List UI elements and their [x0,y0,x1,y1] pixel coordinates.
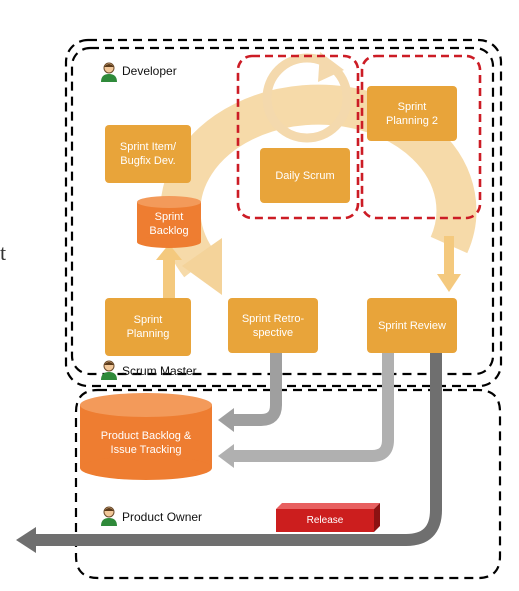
sprint-item-box: Sprint Item/ Bugfix Dev. [105,125,191,183]
scrum-master-label: Scrum Master [122,364,197,378]
release-label: Release [306,514,344,526]
release-box [276,503,380,532]
product-owner-person-icon [100,506,118,531]
daily-scrum-box: Daily Scrum [260,148,350,203]
review-down-arrow-shaft [444,236,454,276]
sprint-planning-2-highlight [360,54,482,220]
developer-boundary-inner [70,46,495,376]
product-owner-label: Product Owner [122,510,203,524]
developer-boundary-outer [64,38,503,388]
sprint-backlog-cylinder [137,196,201,248]
sprint-backlog-label: Sprint Backlog [149,211,189,237]
daily-scrum-loop-head [318,52,344,82]
planning-to-backlog-head [156,244,182,260]
daily-scrum-highlight [236,54,360,220]
review-to-backlog-arrow [232,350,394,462]
product-owner-boundary [74,388,502,580]
scrum-master-person-icon [100,360,118,385]
product-backlog-label: Product Backlog & Issue Tracking [100,429,192,456]
product-backlog-cylinder [80,393,212,480]
sprint-planning-box: Sprint Planning [105,298,191,356]
planning-to-backlog-shaft [163,258,175,298]
release-arrow [34,350,442,546]
review-to-backlog-head [218,444,234,468]
developer-label: Developer [122,64,177,78]
developer-person-icon [100,62,118,87]
sprint-retrospective-box: Sprint Retro- spective [228,298,318,353]
stray-glyph: t [0,240,7,265]
retro-to-backlog-head [218,408,234,432]
daily-scrum-loop [262,53,352,143]
sprint-cycle-arrowhead [182,238,222,295]
sprint-review-box: Sprint Review [367,298,457,353]
retro-to-backlog-arrow [232,350,282,426]
sprint-planning-2-box: Sprint Planning 2 [367,86,457,141]
review-down-arrow-head [437,274,461,292]
release-arrow-head [16,527,36,553]
